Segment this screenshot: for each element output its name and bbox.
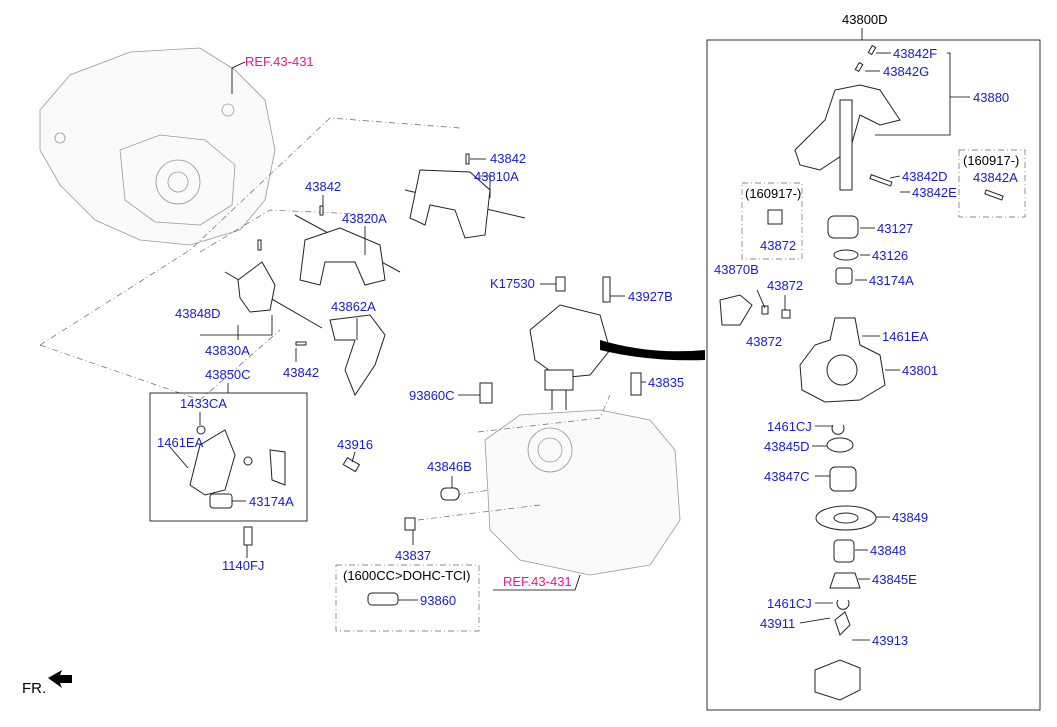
front-arrow-icon <box>48 670 72 688</box>
part-label-43916[interactable]: 43916 <box>337 437 374 452</box>
part-label-43842f[interactable]: 43842F <box>893 46 938 61</box>
option-note-160917-b: (160917-) <box>963 153 1020 168</box>
shift-lever-43830a <box>224 261 323 329</box>
part-label-43927b[interactable]: 43927B <box>628 289 673 304</box>
option-note-engine: (1600CC>DOHC-TCI) <box>343 568 471 583</box>
part-label-43847c[interactable]: 43847C <box>764 469 810 484</box>
part-label-43842g[interactable]: 43842G <box>883 64 930 79</box>
part-label-43126[interactable]: 43126 <box>872 248 909 263</box>
part-label-43174a-right[interactable]: 43174A <box>869 273 914 288</box>
part-label-43845e[interactable]: 43845E <box>872 572 917 587</box>
part-label-43842-mid[interactable]: 43842 <box>305 179 342 194</box>
shift-lever-assembly-43850c <box>189 425 286 509</box>
housing-43801 <box>799 317 886 403</box>
part-label-43801[interactable]: 43801 <box>902 363 939 378</box>
part-label-43845d[interactable]: 43845D <box>764 439 810 454</box>
shift-fork-43820a <box>294 214 401 286</box>
front-marker: FR. <box>22 680 47 697</box>
part-label-43846b[interactable]: 43846B <box>427 459 472 474</box>
part-label-43848[interactable]: 43848 <box>870 543 907 558</box>
option-note-160917-a: (160917-) <box>745 186 802 201</box>
part-label-1433ca[interactable]: 1433CA <box>180 396 227 411</box>
part-label-43849[interactable]: 43849 <box>892 510 929 525</box>
part-label-43911[interactable]: 43911 <box>760 616 796 631</box>
part-label-43848d[interactable]: 43848D <box>175 306 221 321</box>
shift-fork-43862a <box>329 314 386 397</box>
part-label-43830a[interactable]: 43830A <box>205 343 250 358</box>
part-label-43842-low[interactable]: 43842 <box>283 365 320 380</box>
part-label-43872-c[interactable]: 43872 <box>746 334 783 349</box>
part-label-k17530[interactable]: K17530 <box>490 276 535 291</box>
part-label-1461ea-left[interactable]: 1461EA <box>157 435 204 450</box>
part-label-43835[interactable]: 43835 <box>648 375 685 390</box>
part-label-43810a[interactable]: 43810A <box>474 169 519 184</box>
part-label-43850c[interactable]: 43850C <box>205 367 251 382</box>
part-label-93860c[interactable]: 93860C <box>409 388 455 403</box>
part-label-43837[interactable]: 43837 <box>395 548 432 563</box>
transmission-case-left <box>39 47 276 246</box>
reference-link-top[interactable]: REF.43-431 <box>245 54 314 69</box>
part-label-43820a[interactable]: 43820A <box>342 211 387 226</box>
part-label-43842a[interactable]: 43842A <box>973 170 1018 185</box>
assembly-label-43800d: 43800D <box>842 12 888 27</box>
part-label-43842d[interactable]: 43842D <box>902 169 948 184</box>
part-label-43127[interactable]: 43127 <box>877 221 914 236</box>
part-label-93860[interactable]: 93860 <box>420 593 457 608</box>
part-label-43842e[interactable]: 43842E <box>912 185 957 200</box>
reference-link-bottom[interactable]: REF.43-431 <box>503 574 572 589</box>
part-label-43880[interactable]: 43880 <box>973 90 1010 105</box>
shift-rail-43810a <box>404 169 526 239</box>
part-label-43862a[interactable]: 43862A <box>331 299 376 314</box>
part-label-43870b[interactable]: 43870B <box>714 262 759 277</box>
part-label-43872-a[interactable]: 43872 <box>760 238 797 253</box>
part-label-43842-top[interactable]: 43842 <box>490 151 527 166</box>
part-label-1461ea-right[interactable]: 1461EA <box>882 329 929 344</box>
control-shaft-center <box>529 276 611 410</box>
part-label-43872-b[interactable]: 43872 <box>767 278 804 293</box>
part-label-1461cj-a[interactable]: 1461CJ <box>767 419 812 434</box>
part-label-43913[interactable]: 43913 <box>872 633 909 648</box>
transmission-case-center <box>484 409 681 576</box>
part-label-43174a-left[interactable]: 43174A <box>249 494 294 509</box>
shift-head-43880 <box>794 44 1004 201</box>
part-label-1461cj-b[interactable]: 1461CJ <box>767 596 812 611</box>
part-label-1140fj[interactable]: 1140FJ <box>222 558 265 573</box>
